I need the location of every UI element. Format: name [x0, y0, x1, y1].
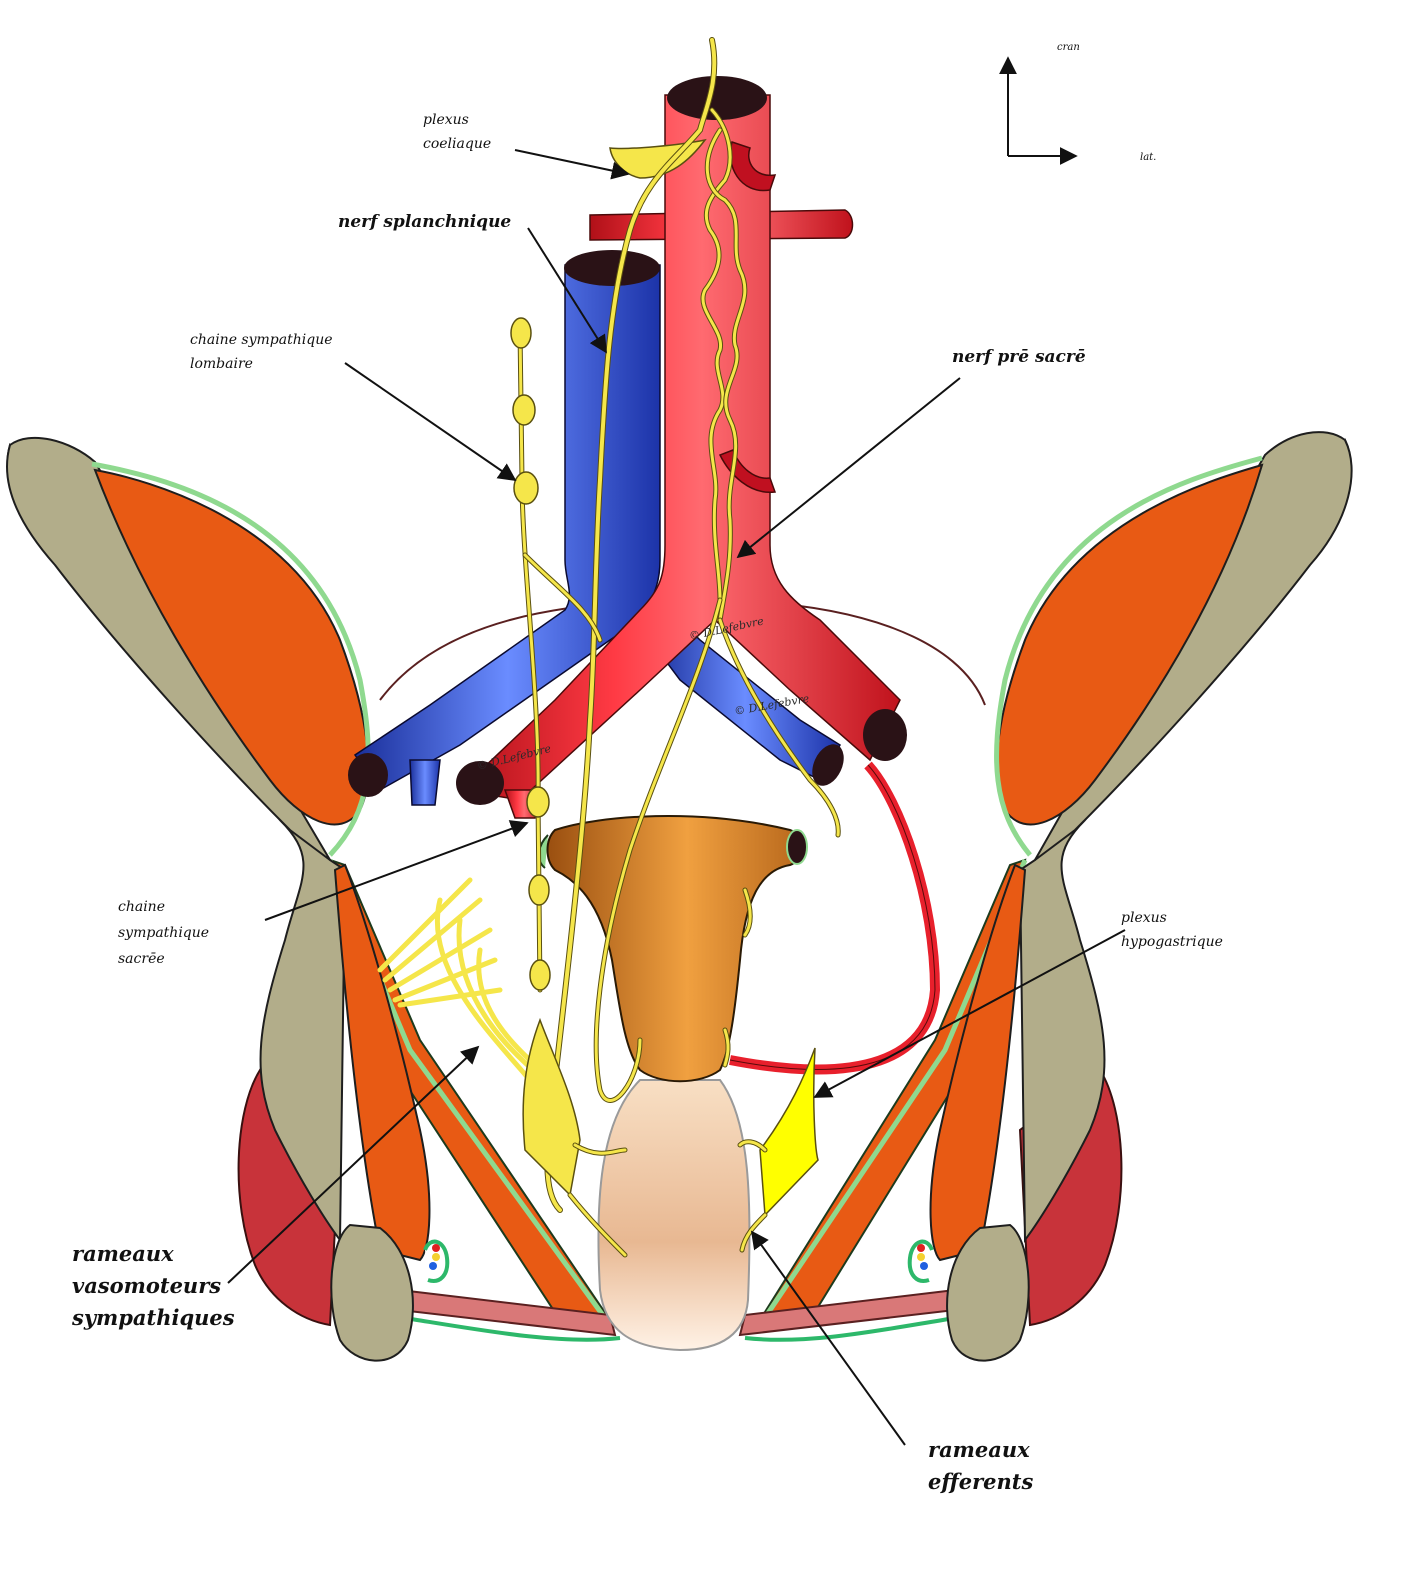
nerves — [377, 37, 841, 1258]
left-iliac-vein-lumen — [812, 744, 844, 786]
label-chaine-sacree-line3: sacrēe — [118, 951, 165, 967]
label-rameaux-efferents: rameaux efferents — [928, 1434, 1033, 1498]
right-hip — [907, 431, 1353, 1362]
alcock-canal-left — [423, 1239, 450, 1283]
hypogastric-nerve-left-fill — [594, 598, 722, 1102]
label-nerf-splanchnique-text: nerf splanchnique — [338, 212, 512, 232]
label-rameaux-efferents-line1: rameaux — [928, 1437, 1030, 1462]
label-nerf-splanchnique: nerf splanchnique — [338, 209, 511, 235]
label-plexus-hypogastrique-line1: plexus — [1121, 910, 1167, 926]
iliac-bone-left-upper — [6, 436, 331, 861]
presacral-nerve-a-fill — [701, 108, 732, 602]
veins — [348, 250, 844, 806]
label-chaine-sacree-line2: sympathique — [118, 925, 210, 941]
label-chaine-lombaire-line2: lombaire — [190, 356, 253, 372]
hypogastric-nerve-right-fill — [718, 618, 840, 837]
ganglion-lumbar-1 — [510, 317, 532, 349]
label-nerf-pre-sacre: nerf prē sacrē — [952, 344, 1086, 370]
uterine-artery-outline — [729, 764, 936, 1070]
leader-chaine-lombaire — [344, 362, 517, 482]
label-chaine-lombaire-line1: chaine sympathique — [190, 332, 333, 348]
label-nerf-pre-sacre-text: nerf prē sacrē — [952, 347, 1086, 367]
label-axis-lat: lat. — [1140, 152, 1156, 163]
vena-cava-lumen — [564, 250, 660, 286]
common-iliac-left-lumen — [863, 709, 907, 761]
efferent-branch-left-1-fill — [573, 1143, 627, 1155]
ganglion-sacral-3 — [529, 959, 551, 991]
efferent-branch-right-1-fill — [738, 1140, 767, 1152]
ganglion-sacral-1 — [526, 786, 550, 818]
uterus — [537, 815, 808, 1083]
label-rameaux-vasomoteurs-line2: vasomoteurs — [72, 1273, 222, 1298]
label-plexus-hypogastrique: plexus hypogastrique — [1121, 906, 1223, 954]
presacral-nerve-b-fill — [705, 128, 747, 622]
label-axis-cran: cran — [1057, 42, 1080, 53]
pudendal-vein-dot-left — [429, 1262, 437, 1270]
uterus-body — [546, 815, 803, 1083]
ganglion-lumbar-2 — [512, 394, 536, 426]
splanchnic-nerve-fill — [545, 38, 717, 1212]
transverse-perineal-right — [738, 1288, 956, 1337]
leader-rameaux-efferents — [750, 1230, 906, 1446]
label-chaine-sacree-line1: chaine — [118, 899, 165, 915]
aorta-lumen — [667, 76, 767, 120]
common-iliac-right-lumen — [456, 761, 504, 805]
label-plexus-coeliaque: plexus coeliaque — [423, 108, 491, 156]
ischial-tuberosity-left — [330, 1223, 414, 1362]
label-plexus-coeliaque-line1: plexus — [423, 112, 469, 128]
label-chaine-sacree: chaine sympathique sacrēe — [118, 894, 209, 972]
label-rameaux-vasomoteurs-line3: sympathiques — [72, 1305, 235, 1330]
pudendal-nerve-dot-right — [917, 1253, 925, 1261]
leader-nerf-splanchnique — [527, 227, 607, 354]
inferior-hypogastric-plexus-left — [522, 1017, 581, 1197]
label-axis-cran-text: cran — [1057, 42, 1080, 53]
label-rameaux-efferents-line2: efferents — [928, 1469, 1034, 1494]
label-axis-lat-text: lat. — [1140, 152, 1157, 163]
aorta — [458, 94, 901, 801]
obturator-muscle-right — [929, 863, 1027, 1262]
right-iliac-vein-lumen — [348, 753, 388, 797]
uterine-branch-right-fill — [743, 888, 752, 937]
cervical-branch-fill — [723, 1028, 730, 1067]
ganglion-lumbar-3 — [513, 471, 539, 505]
leader-chaine-sacree — [264, 820, 529, 921]
vagina — [597, 1079, 751, 1352]
label-plexus-coeliaque-line2: coeliaque — [423, 136, 492, 152]
orientation-axes — [999, 56, 1078, 165]
iliac-fascia-left — [91, 461, 371, 857]
arteries — [456, 76, 941, 1075]
leader-plexus-coeliaque — [514, 149, 630, 180]
uterine-tube-lumen — [786, 829, 808, 865]
efferent-branch-left-2-fill — [568, 1193, 627, 1257]
leader-nerf-pre-sacre — [736, 377, 961, 559]
label-rameaux-vasomoteurs-line1: rameaux — [72, 1241, 174, 1266]
efferent-branch-right-2-fill — [740, 1213, 767, 1252]
pudendal-artery-dot-right — [917, 1244, 925, 1252]
lumbar-ganglia — [510, 317, 551, 991]
internal-iliac-vein-left — [409, 759, 441, 806]
left-hip — [6, 436, 450, 1362]
label-plexus-hypogastrique-line2: hypogastrique — [1121, 934, 1223, 950]
leader-rameaux-vasomoteurs — [227, 1045, 480, 1284]
leader-plexus-hypogastrique — [813, 929, 1126, 1098]
sacral-fan — [377, 877, 548, 1103]
alcock-canal-right — [907, 1239, 934, 1283]
vagina-body — [597, 1079, 751, 1352]
pudendal-nerve-dot-left — [432, 1253, 440, 1261]
ganglion-sacral-2 — [528, 874, 550, 906]
leader-lines — [227, 149, 1126, 1446]
perineal-membrane-line — [404, 1316, 956, 1342]
ischial-tuberosity-right — [946, 1223, 1030, 1362]
label-rameaux-vasomoteurs: rameaux vasomoteurs sympathiques — [72, 1238, 235, 1334]
pudendal-artery-dot-left — [432, 1244, 440, 1252]
pudendal-vein-dot-right — [920, 1262, 928, 1270]
lumbar-to-hypogastric-fill — [523, 553, 602, 642]
label-chaine-lombaire: chaine sympathique lombaire — [190, 328, 333, 376]
iliac-fascia-right — [994, 455, 1263, 857]
